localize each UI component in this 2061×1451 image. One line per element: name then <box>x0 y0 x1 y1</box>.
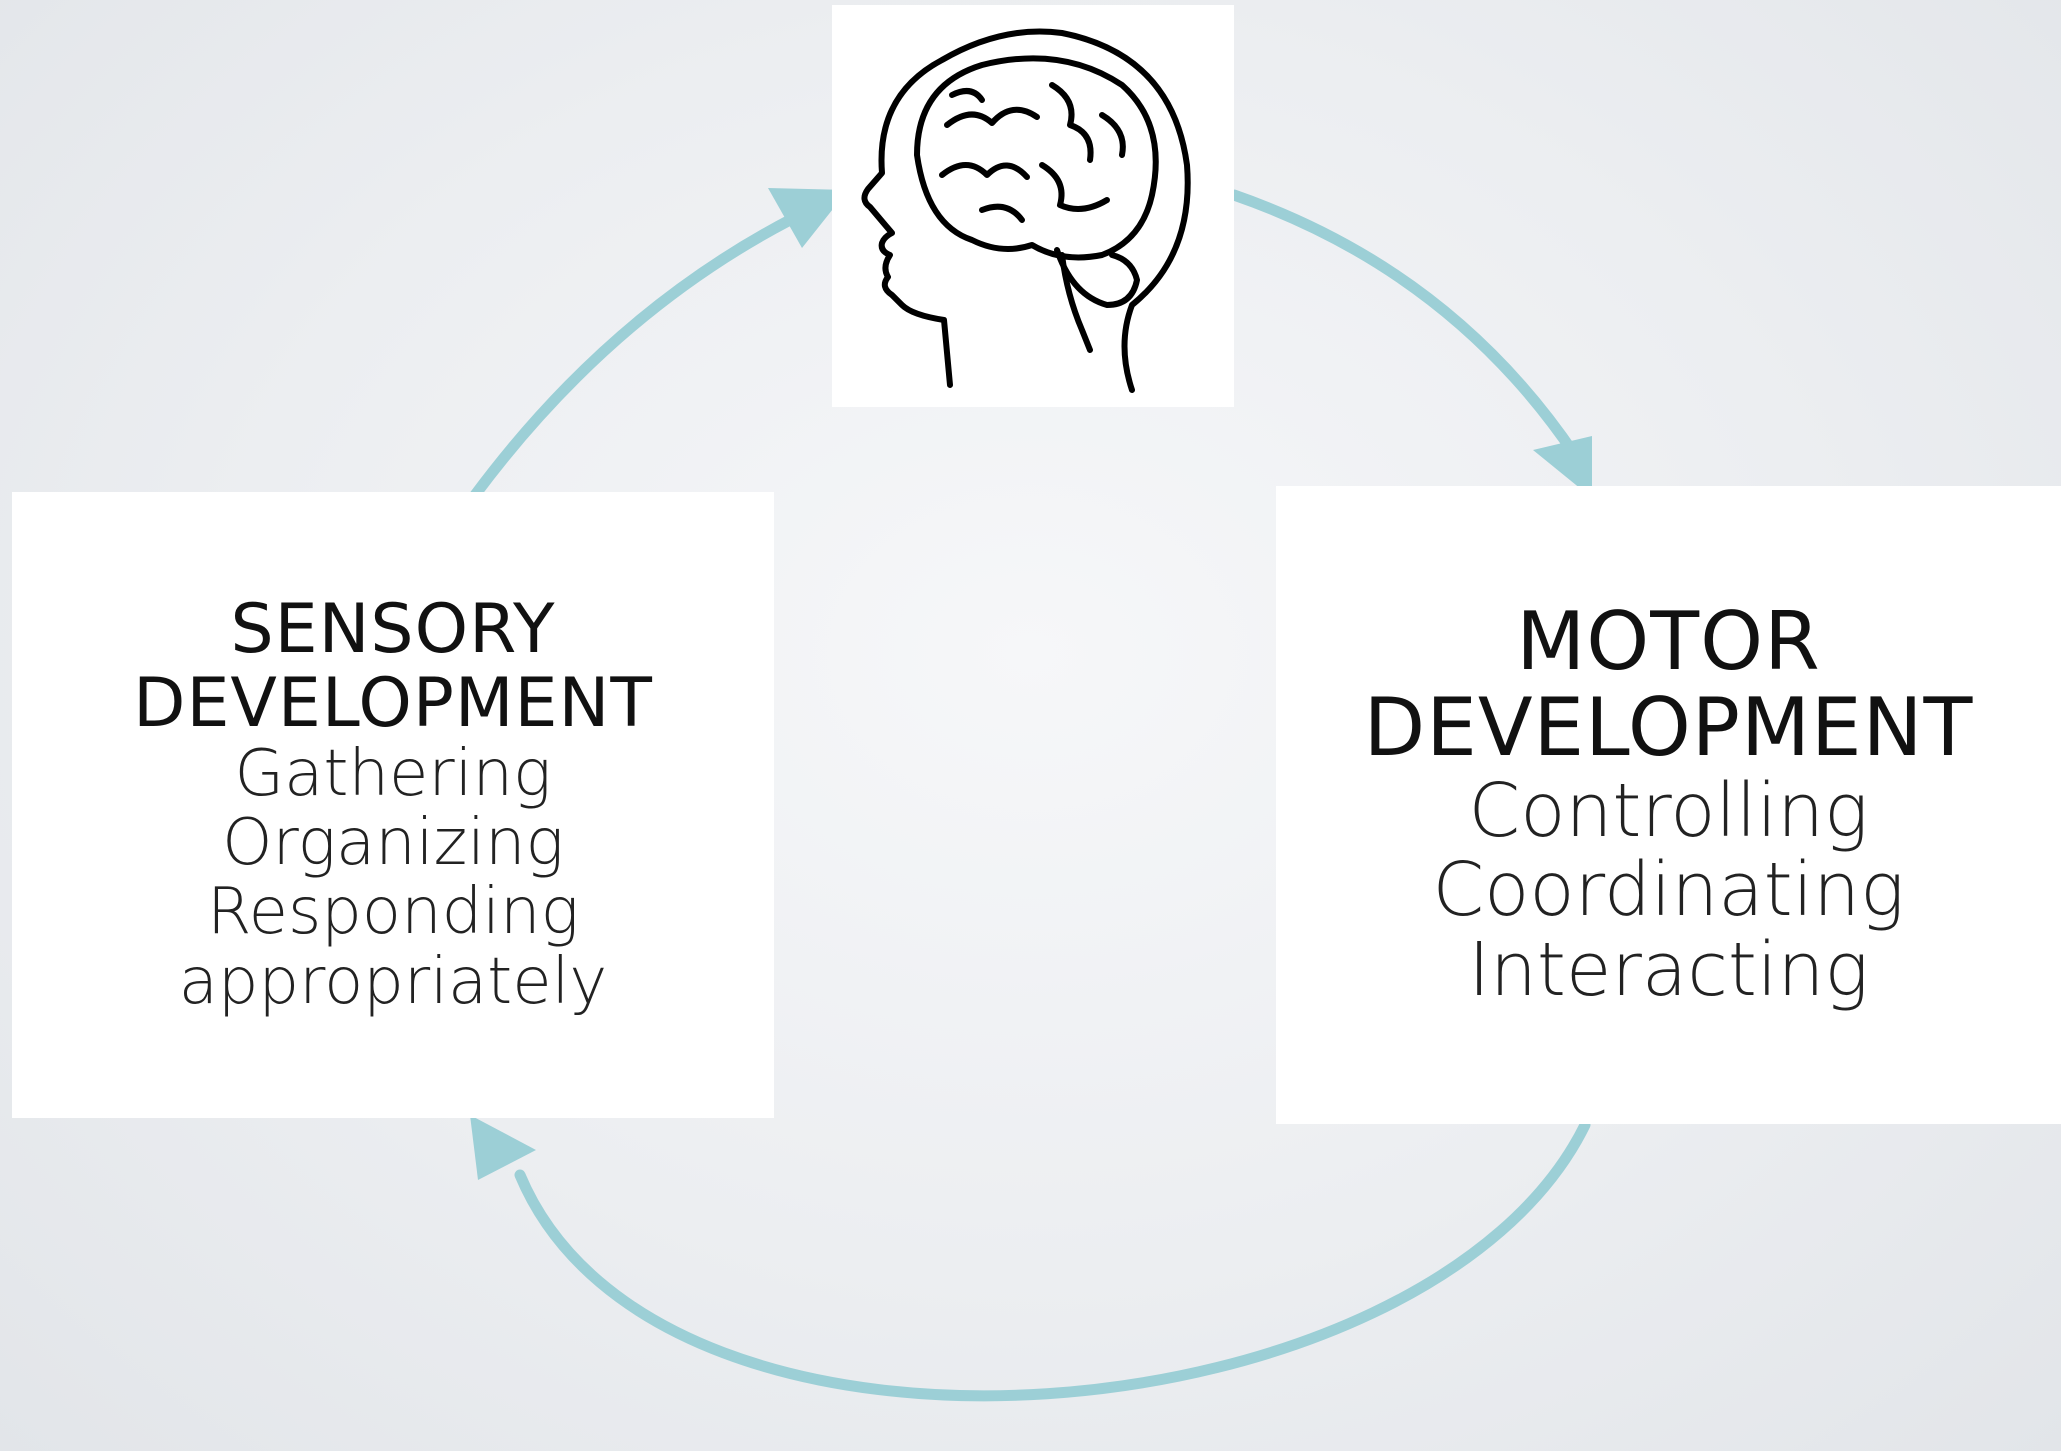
motor-item-coordinating: Coordinating <box>1432 847 1905 934</box>
brain-head-image <box>832 5 1234 407</box>
motor-item-interacting: Interacting <box>1468 927 1869 1014</box>
motor-item-controlling: Controlling <box>1468 767 1869 854</box>
head-brain-icon <box>861 28 1191 393</box>
sensory-title-line2: DEVELOPMENT <box>133 663 653 743</box>
motor-title-line1: MOTOR <box>1516 594 1821 688</box>
sensory-item-gathering: Gathering <box>234 737 552 812</box>
arrowhead-sensory <box>470 1115 536 1180</box>
arrowhead-brain-left <box>768 188 848 248</box>
sensory-title-line1: SENSORY <box>230 590 556 670</box>
sensory-item-organizing: Organizing <box>222 806 564 881</box>
sensory-item-appropriately: appropriately <box>178 944 608 1019</box>
sensory-development-box: SENSORY DEVELOPMENT Gathering Organizing… <box>12 492 774 1118</box>
motor-title-line2: DEVELOPMENT <box>1363 681 1974 775</box>
sensory-item-responding: Responding <box>206 875 580 950</box>
arrow-brain-to-motor <box>1228 189 1581 461</box>
arrow-motor-to-sensory <box>514 1119 1591 1402</box>
motor-development-box: MOTOR DEVELOPMENT Controlling Coordinati… <box>1276 486 2061 1124</box>
arrow-sensory-to-brain <box>469 199 826 501</box>
arrowhead-motor <box>1533 436 1592 498</box>
